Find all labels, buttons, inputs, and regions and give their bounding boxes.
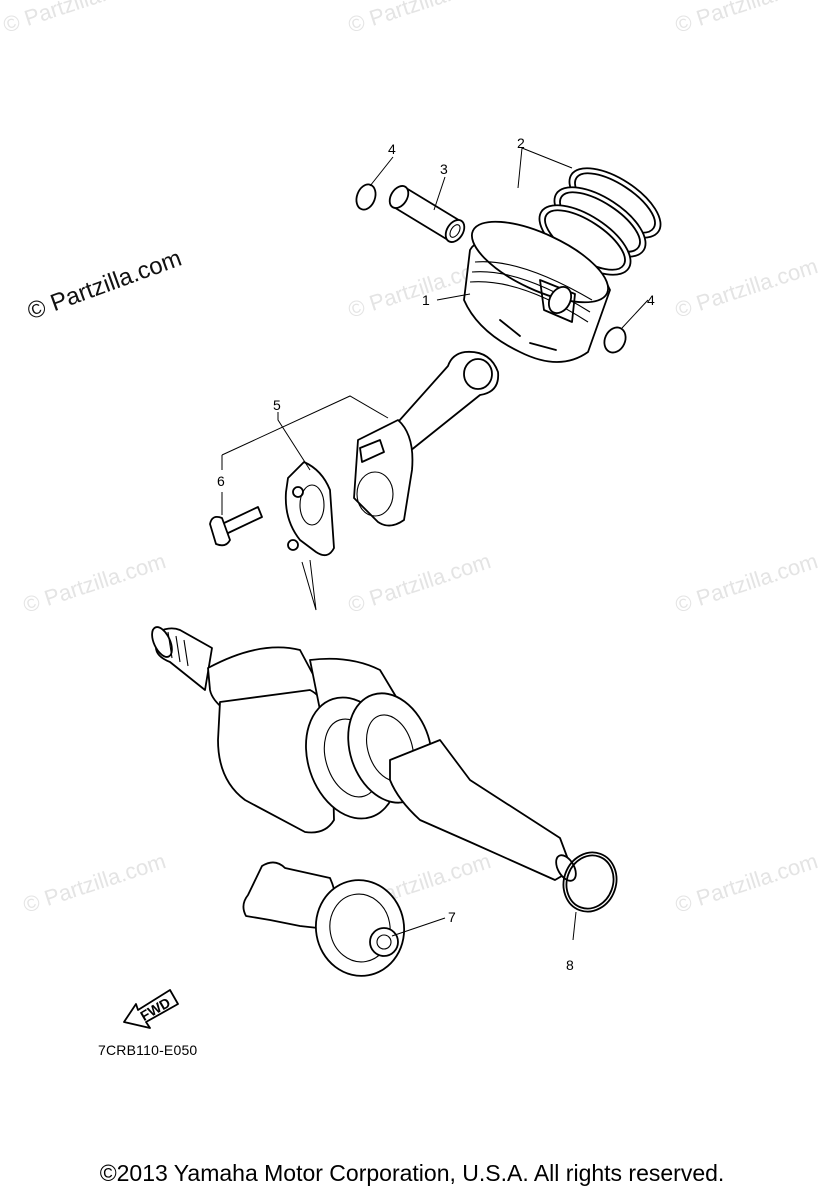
- callout-6: 6: [217, 473, 225, 489]
- diagram-code: 7CRB110-E050: [98, 1042, 198, 1058]
- rod-cap[interactable]: [284, 461, 335, 557]
- circlip-right[interactable]: [600, 324, 629, 356]
- balancer-gear[interactable]: [242, 861, 411, 982]
- circlip-top[interactable]: [353, 182, 379, 213]
- crankshaft[interactable]: [148, 624, 580, 884]
- callout-2: 2: [517, 135, 525, 151]
- connecting-rod[interactable]: [353, 350, 500, 527]
- rod-bolt[interactable]: [209, 506, 263, 547]
- callout-7: 7: [448, 909, 456, 925]
- callout-5: 5: [273, 397, 281, 413]
- callout-1: 1: [422, 292, 430, 308]
- piston-rings[interactable]: [528, 155, 671, 289]
- piston-pin[interactable]: [386, 183, 468, 246]
- callout-4-right: 4: [647, 292, 655, 308]
- piston[interactable]: [461, 205, 619, 363]
- o-ring[interactable]: [555, 845, 624, 919]
- leader-lines: [221, 147, 649, 941]
- callout-3: 3: [440, 161, 448, 177]
- callout-8: 8: [566, 957, 574, 973]
- callout-4-top: 4: [388, 141, 396, 157]
- fwd-arrow-icon: FWD: [123, 989, 179, 1029]
- copyright-notice: ©2013 Yamaha Motor Corporation, U.S.A. A…: [99, 1160, 725, 1186]
